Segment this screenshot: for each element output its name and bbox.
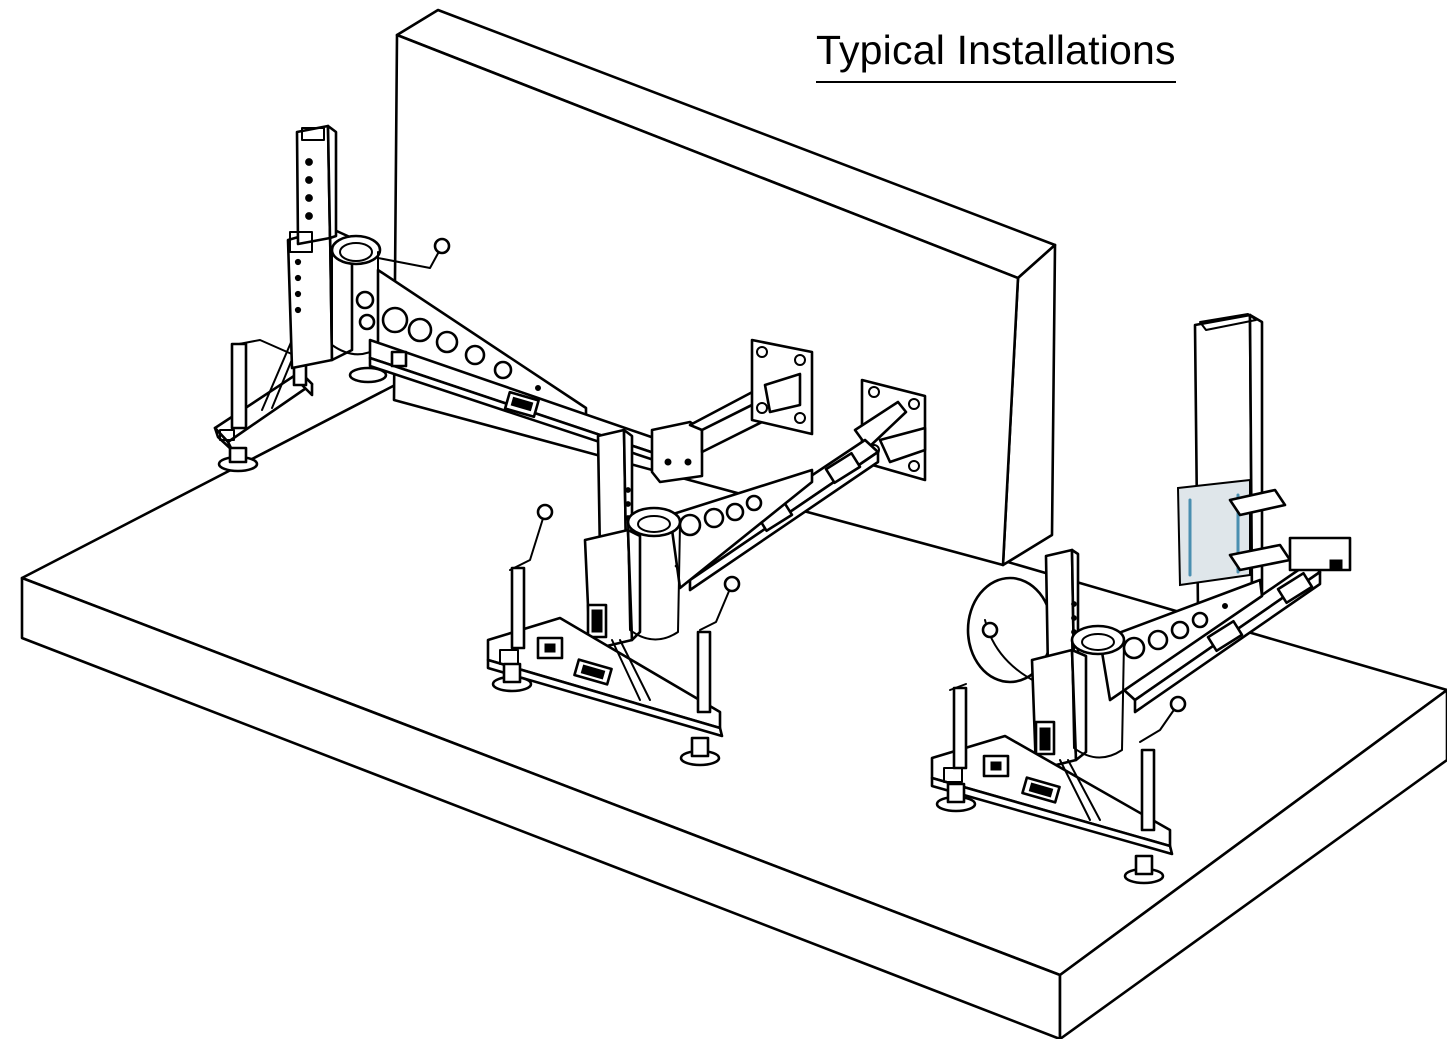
davit-base-unit-right xyxy=(930,313,1352,885)
davit-base-unit-middle xyxy=(486,378,927,767)
diagram-title: Typical Installations xyxy=(816,30,1176,83)
title-block: Typical Installations xyxy=(816,30,1176,83)
davit-base-unit-left xyxy=(213,124,814,484)
